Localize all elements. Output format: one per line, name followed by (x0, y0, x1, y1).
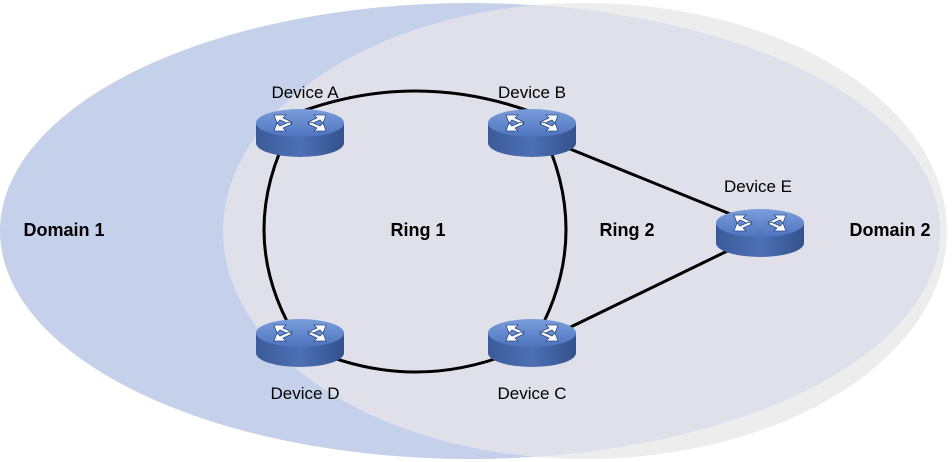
device-a[interactable] (255, 108, 345, 158)
link-b-e (547, 138, 751, 224)
device-d[interactable] (255, 318, 345, 368)
switch-icon (255, 318, 345, 368)
switch-icon (487, 318, 577, 368)
domain-overlap-area (223, 3, 940, 459)
switch-icon (255, 108, 345, 158)
device-a-label: Device A (271, 83, 339, 102)
device-c-label: Device C (498, 384, 567, 403)
device-e-label: Device E (724, 177, 792, 196)
switch-icon (487, 108, 577, 158)
switch-icon (715, 208, 805, 258)
ring-2-label: Ring 2 (599, 220, 654, 240)
link-e-c (547, 238, 751, 340)
device-c[interactable] (487, 318, 577, 368)
domain-2-label: Domain 2 (849, 220, 930, 240)
link-a-b (299, 89, 533, 114)
domain-1-label: Domain 1 (23, 220, 104, 240)
device-b-label: Device B (498, 83, 566, 102)
ring-1-label: Ring 1 (390, 220, 445, 240)
device-e[interactable] (715, 208, 805, 258)
device-d-label: Device D (271, 384, 340, 403)
device-b[interactable] (487, 108, 577, 158)
